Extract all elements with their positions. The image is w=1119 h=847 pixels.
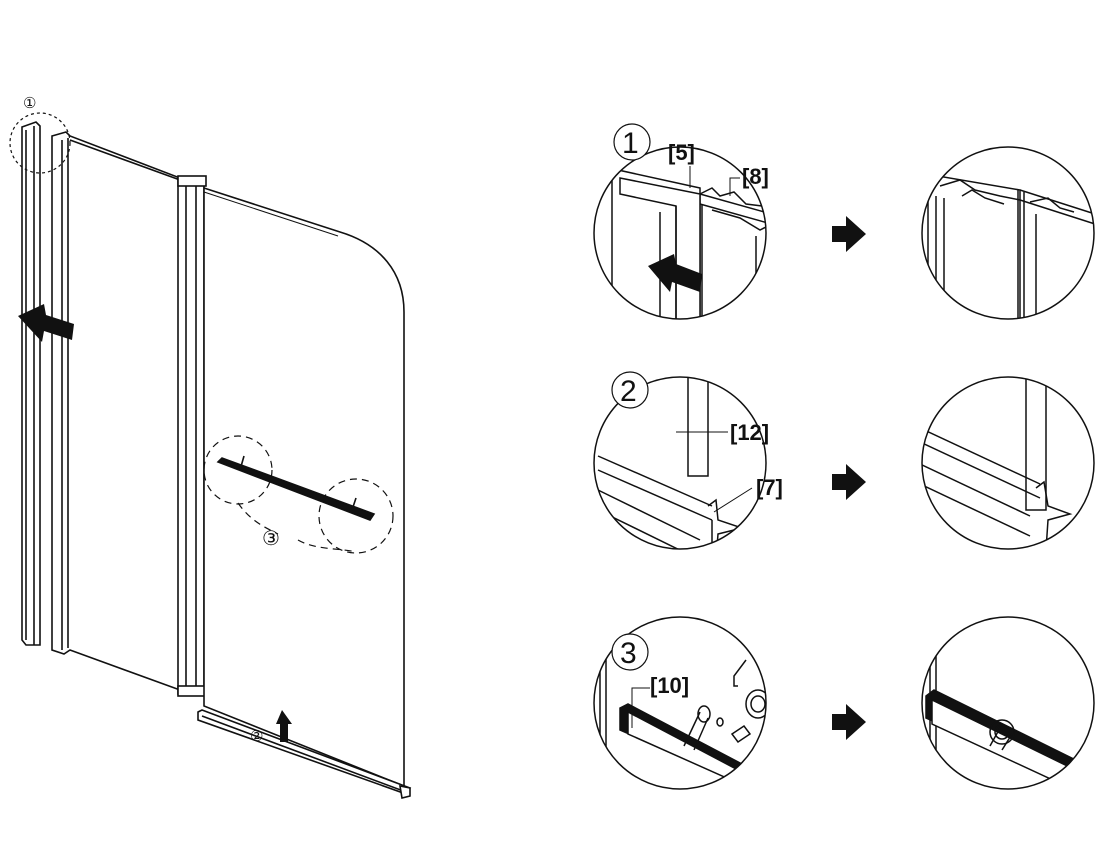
arrow-left-icon [648, 254, 702, 292]
arrow-right-icon [832, 216, 866, 252]
glass-panel-right [203, 186, 405, 788]
step-1-after [921, 146, 1095, 320]
wall-profile [21, 121, 41, 646]
arrow-right-icon [832, 704, 866, 740]
step-3-number: 3 [620, 637, 637, 670]
callout-1: ① [23, 95, 36, 112]
bottom-seal [197, 709, 412, 799]
hex-key-icon [733, 659, 747, 687]
callout-2: ② [250, 728, 263, 745]
step-2-before: 2 [12] [7] [593, 371, 783, 550]
step-2-after [921, 376, 1095, 550]
label-part-7: [7] [756, 475, 783, 500]
arrow-up-icon [276, 710, 292, 742]
callout-leader-3 [237, 502, 357, 553]
label-part-5: [5] [668, 140, 695, 165]
arrow-left-icon [18, 304, 74, 342]
detail-circle-3b [318, 478, 394, 554]
arrow-right-icon [832, 464, 866, 500]
step-1-number: 1 [622, 127, 639, 160]
step-3-after [921, 616, 1095, 790]
step-1-before: 1 [5] [8] [593, 123, 769, 320]
label-part-12: [12] [730, 420, 769, 445]
detail-circle-1 [9, 112, 71, 174]
callout-3: ③ [262, 528, 280, 550]
glass-panel-left [51, 131, 181, 692]
towel-bar [216, 455, 376, 521]
overview-assembly [9, 112, 412, 799]
label-part-10: [10] [650, 673, 689, 698]
hinge-profile [177, 175, 207, 697]
step-3-before: 3 [10] [593, 616, 767, 790]
step-2-number: 2 [620, 375, 637, 408]
label-part-8: [8] [742, 164, 769, 189]
